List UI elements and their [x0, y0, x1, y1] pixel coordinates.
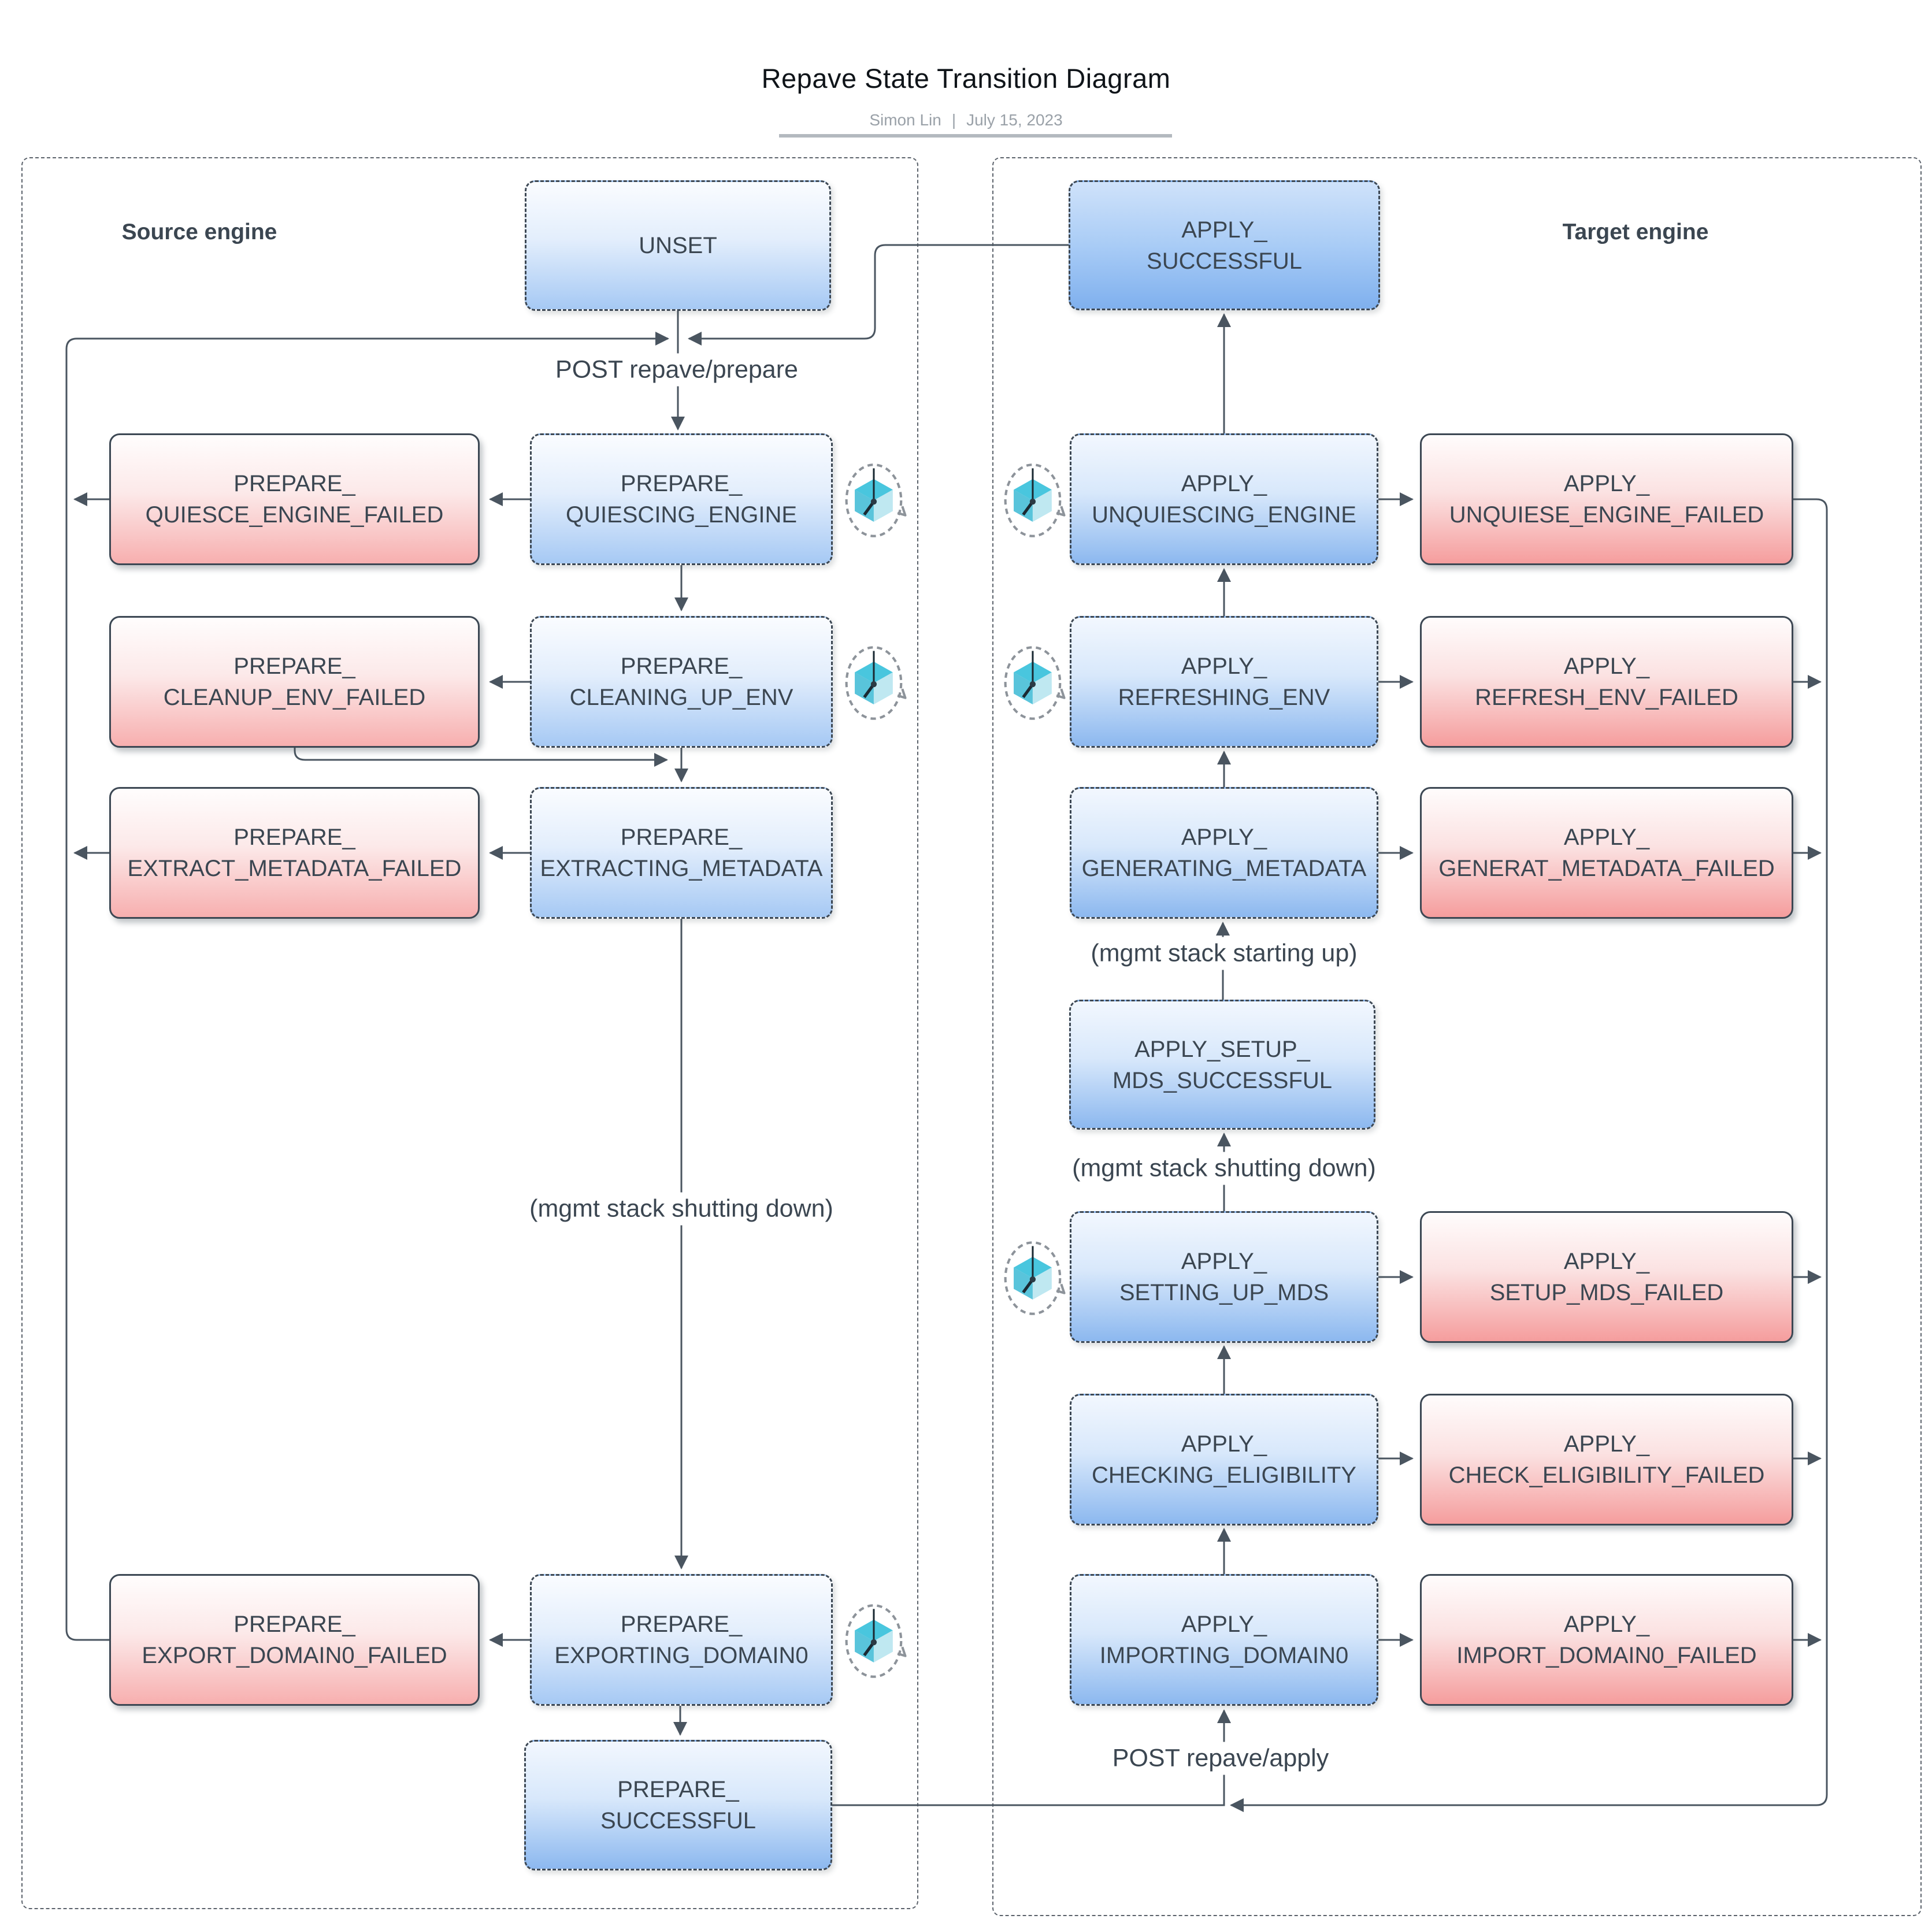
state-apply-setup-mds-successful: APPLY_SETUP_ MDS_SUCCESSFUL: [1069, 1000, 1375, 1130]
byline: Simon Lin | July 15, 2023: [0, 111, 1932, 129]
state-apply-setting-up-mds: APPLY_ SETTING_UP_MDS: [1070, 1211, 1378, 1343]
edge-label-post-repave-apply: POST repave/apply: [1104, 1742, 1337, 1775]
source-engine-label: Source engine: [121, 220, 277, 244]
retry-clock-icon: [998, 1237, 1070, 1320]
state-prepare-export-domain0-failed: PREPARE_ EXPORT_DOMAIN0_FAILED: [109, 1574, 480, 1706]
author-name: Simon Lin: [869, 111, 941, 129]
state-prepare-cleaning-up-env: PREPARE_ CLEANING_UP_ENV: [530, 616, 833, 748]
source-engine-panel: [21, 157, 918, 1909]
state-apply-refresh-env-failed: APPLY_ REFRESH_ENV_FAILED: [1420, 616, 1793, 748]
retry-clock-icon: [839, 641, 911, 725]
state-apply-generating-metadata: APPLY_ GENERATING_METADATA: [1070, 787, 1378, 919]
state-apply-check-eligibility-failed: APPLY_ CHECK_ELIGIBILITY_FAILED: [1420, 1394, 1793, 1525]
byline-underline: [779, 134, 1172, 138]
state-apply-setup-mds-failed: APPLY_ SETUP_MDS_FAILED: [1420, 1211, 1793, 1343]
edge-label-mgmt-stack-shutting-down-target: (mgmt stack shutting down): [1064, 1152, 1384, 1185]
retry-clock-icon: [839, 1599, 911, 1683]
edge-label-mgmt-stack-shutting-down-source: (mgmt stack shutting down): [521, 1192, 841, 1226]
state-prepare-exporting-domain0: PREPARE_ EXPORTING_DOMAIN0: [530, 1574, 833, 1706]
date-text: July 15, 2023: [966, 111, 1063, 129]
state-apply-import-domain0-failed: APPLY_ IMPORT_DOMAIN0_FAILED: [1420, 1574, 1793, 1706]
retry-clock-icon: [998, 641, 1070, 725]
state-prepare-extract-metadata-failed: PREPARE_ EXTRACT_METADATA_FAILED: [109, 787, 480, 919]
state-prepare-successful: PREPARE_ SUCCESSFUL: [524, 1740, 832, 1870]
state-apply-refreshing-env: APPLY_ REFRESHING_ENV: [1070, 616, 1378, 748]
target-engine-label: Target engine: [1562, 220, 1709, 244]
byline-divider: |: [951, 111, 956, 129]
page-title: Repave State Transition Diagram: [761, 63, 1171, 94]
state-apply-generat-metadata-failed: APPLY_ GENERAT_METADATA_FAILED: [1420, 787, 1793, 919]
target-engine-panel: [992, 157, 1922, 1916]
edge-label-mgmt-stack-starting-up: (mgmt stack starting up): [1082, 937, 1366, 970]
state-prepare-extracting-metadata: PREPARE_ EXTRACTING_METADATA: [530, 787, 833, 919]
state-unset: UNSET: [525, 180, 831, 311]
retry-clock-icon: [839, 459, 911, 542]
state-apply-importing-domain0: APPLY_ IMPORTING_DOMAIN0: [1070, 1574, 1378, 1706]
state-apply-checking-eligibility: APPLY_ CHECKING_ELIGIBILITY: [1070, 1394, 1378, 1525]
retry-clock-icon: [998, 459, 1070, 542]
state-prepare-cleanup-env-failed: PREPARE_ CLEANUP_ENV_FAILED: [109, 616, 480, 748]
state-prepare-quiescing-engine: PREPARE_ QUIESCING_ENGINE: [530, 433, 833, 565]
state-apply-successful: APPLY_ SUCCESSFUL: [1069, 180, 1380, 310]
edge-label-post-repave-prepare: POST repave/prepare: [547, 353, 806, 387]
state-prepare-quiesce-engine-failed: PREPARE_ QUIESCE_ENGINE_FAILED: [109, 433, 480, 565]
state-apply-unquiese-engine-failed: APPLY_ UNQUIESE_ENGINE_FAILED: [1420, 433, 1793, 565]
state-apply-unquiescing-engine: APPLY_ UNQUIESCING_ENGINE: [1070, 433, 1378, 565]
